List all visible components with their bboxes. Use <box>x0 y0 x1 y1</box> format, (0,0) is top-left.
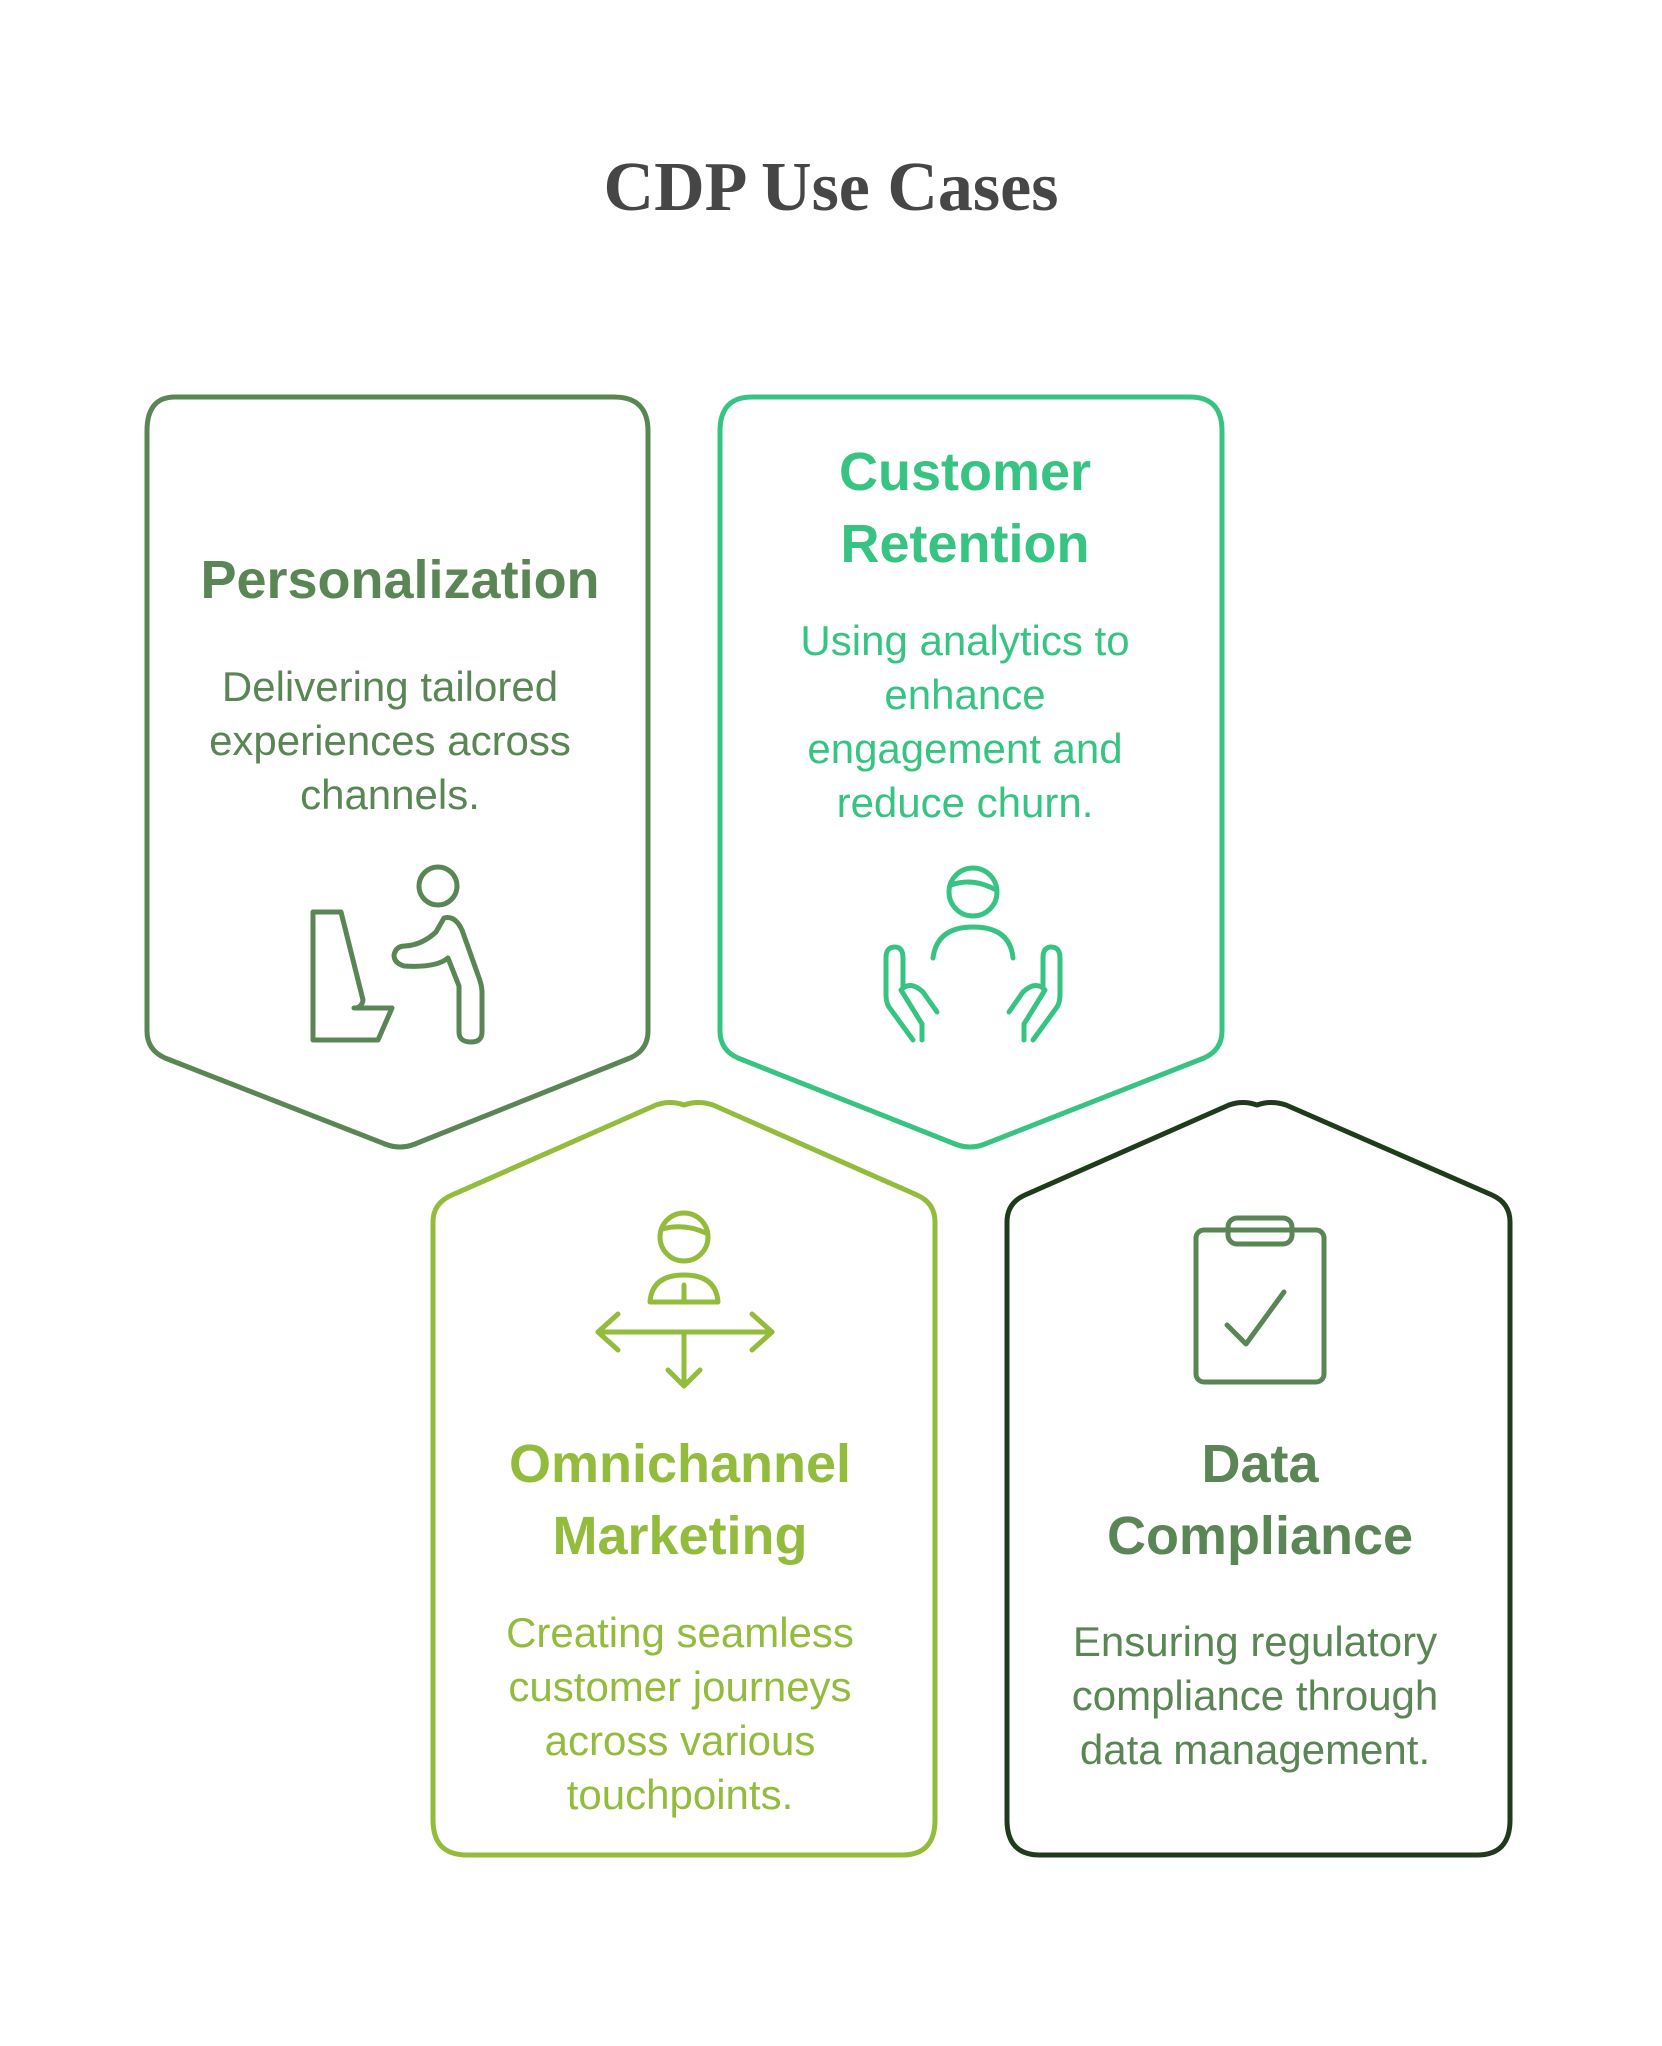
personalization-card-outline <box>144 394 651 1150</box>
retention-description: Using analytics to enhance engagement an… <box>800 617 1130 826</box>
person-directions-icon <box>595 1210 775 1389</box>
personalization-description: Delivering tailored experiences across c… <box>209 663 571 818</box>
page-title: CDP Use Cases <box>603 149 1059 226</box>
compliance-title: Data Compliance <box>1106 1434 1414 1566</box>
person-at-desk-icon <box>310 864 485 1045</box>
retention-card-outline <box>717 394 1225 1150</box>
compliance-description: Ensuring regulatory compliance through d… <box>1071 1618 1439 1773</box>
omnichannel-card-outline <box>430 1100 938 1858</box>
clipboard-check-icon <box>1193 1215 1327 1385</box>
hands-holding-person-icon <box>883 865 1063 1043</box>
personalization-title: Personalization <box>200 550 600 610</box>
omnichannel-title: Omnichannel Marketing <box>508 1434 852 1566</box>
compliance-card-outline <box>1004 1100 1513 1858</box>
omnichannel-description: Creating seamless customer journeys acro… <box>506 1609 854 1818</box>
retention-title: Customer Retention <box>838 442 1092 574</box>
